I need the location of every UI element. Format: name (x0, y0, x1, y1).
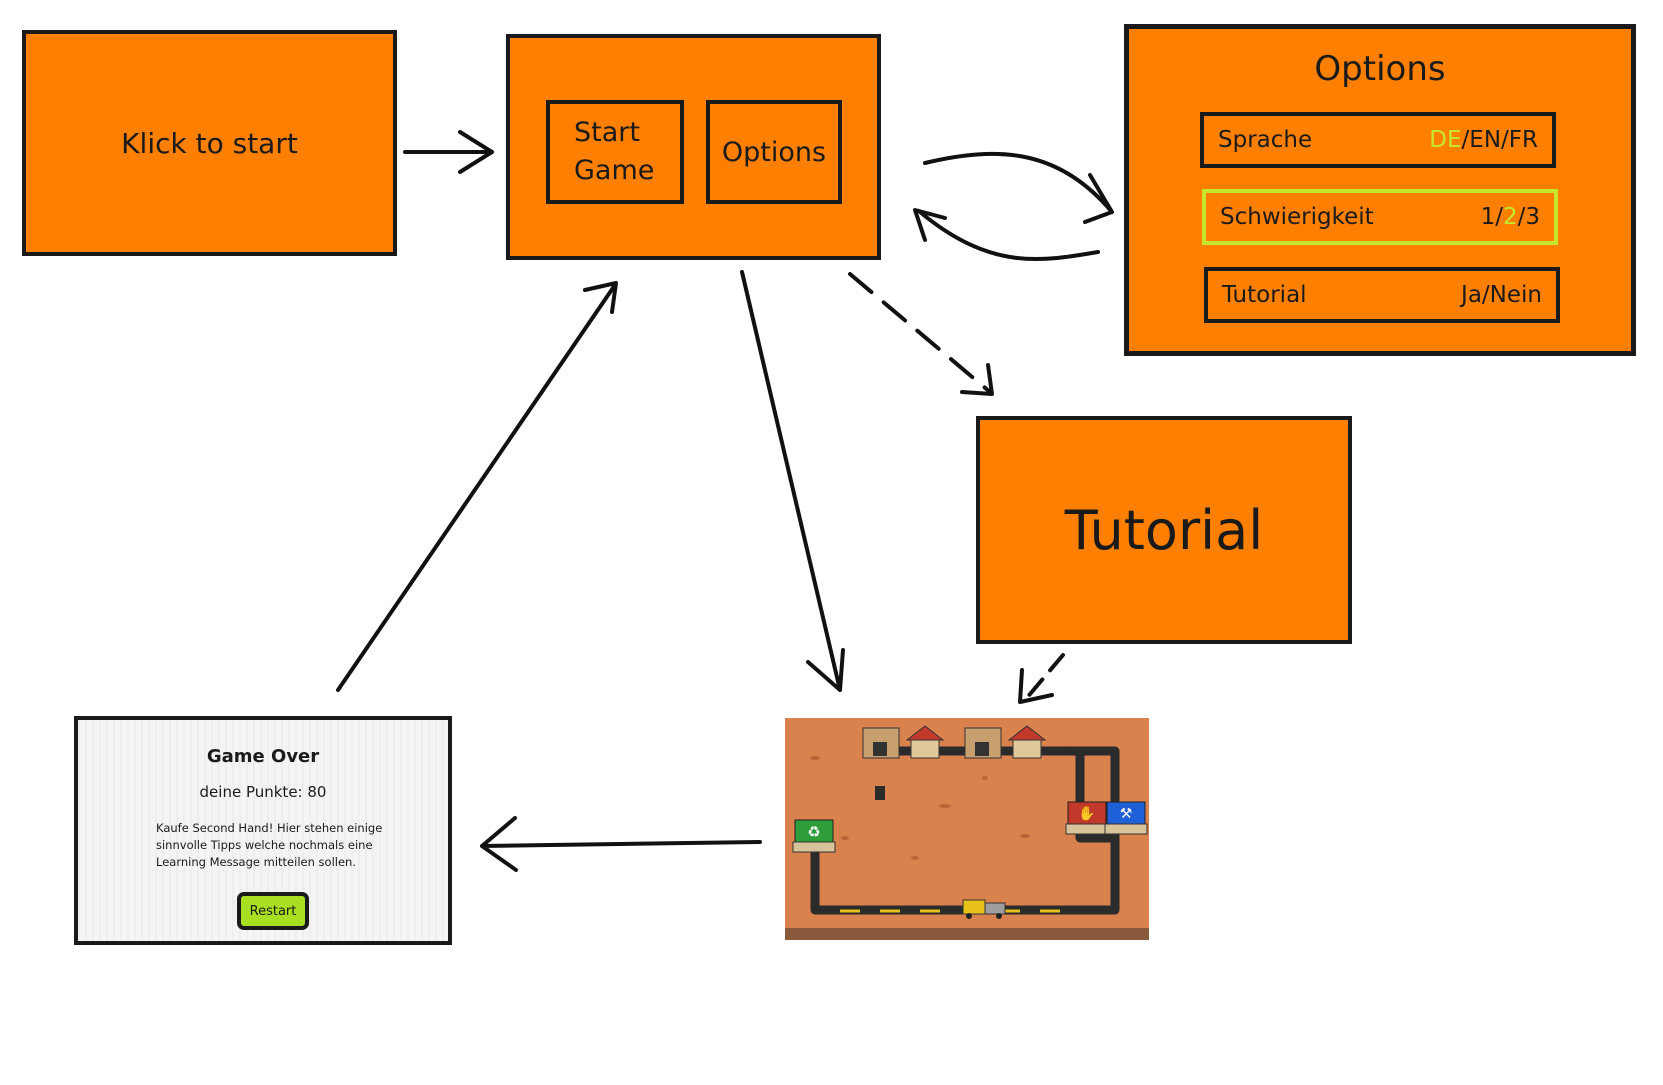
arrow-options-to-menu (913, 208, 1100, 261)
ground-details (810, 746, 1069, 860)
svg-text:⚒: ⚒ (1120, 806, 1133, 822)
game-over-title: Game Over (206, 746, 320, 767)
svg-text:✋: ✋ (1078, 805, 1095, 822)
option-value-sprache[interactable]: DE/EN/FR (1429, 127, 1538, 153)
restart-label: Restart (249, 903, 297, 919)
bottom-fence (785, 928, 1149, 940)
trash-bin (875, 786, 885, 800)
options-button[interactable]: Options (706, 100, 842, 204)
svg-text:♻: ♻ (807, 823, 820, 841)
game-over-screen: Game Over deine Punkte: 80 Kaufe Second … (74, 716, 452, 945)
option-label-schwierigkeit: Schwierigkeit (1220, 204, 1374, 230)
start-game-label: Start Game (574, 117, 655, 186)
option-value-tutorial[interactable]: Ja/Nein (1461, 282, 1542, 308)
arrow-tutorial-to-game (1023, 653, 1065, 702)
recycle-icon: ♻ (792, 819, 836, 853)
start-game-button[interactable]: Start Game (546, 100, 684, 204)
game-screen: ♻ ✋ ⚒ (785, 718, 1149, 940)
arrow-menu-to-tutorial (848, 272, 992, 394)
option-label-sprache: Sprache (1218, 127, 1313, 153)
game-over-score: deine Punkte: 80 (199, 783, 327, 801)
restart-button[interactable]: Restart (237, 892, 309, 930)
arrow-start-to-menu (403, 130, 494, 174)
arrow-game-to-gameover (480, 816, 762, 872)
handshake-icon: ✋ (1065, 801, 1109, 835)
truck-icon (962, 899, 1006, 919)
game-scene: ♻ ✋ ⚒ (785, 725, 1149, 940)
house-icon (964, 727, 1002, 759)
option-row-tutorial[interactable]: Tutorial Ja/Nein (1204, 267, 1560, 323)
hammer-icon: ⚒ (1104, 801, 1148, 835)
option-value-schwierigkeit[interactable]: 1/2/3 (1480, 204, 1540, 230)
tutorial-label: Tutorial (1064, 498, 1264, 562)
main-menu-screen: Start Game Options (506, 34, 881, 260)
start-screen-label: Klick to start (121, 126, 298, 160)
option-label-tutorial: Tutorial (1222, 282, 1307, 308)
options-screen: Options Sprache DE/EN/FR Schwierigkeit 1… (1124, 24, 1636, 356)
arrow-gameover-to-menu (336, 281, 618, 692)
options-title: Options (1314, 49, 1446, 89)
tutorial-screen: Tutorial (976, 416, 1352, 644)
option-row-sprache[interactable]: Sprache DE/EN/FR (1200, 112, 1556, 168)
house-icon (905, 725, 945, 759)
arrow-menu-to-game (740, 270, 845, 692)
option-row-schwierigkeit[interactable]: Schwierigkeit 1/2/3 (1202, 189, 1558, 245)
house-icon (862, 727, 900, 759)
house-icon (1007, 725, 1047, 759)
start-screen[interactable]: Klick to start (22, 30, 397, 256)
arrow-menu-to-options (923, 151, 1114, 224)
options-label: Options (721, 136, 827, 168)
game-over-message: Kaufe Second Hand! Hier stehen einige si… (156, 821, 383, 869)
